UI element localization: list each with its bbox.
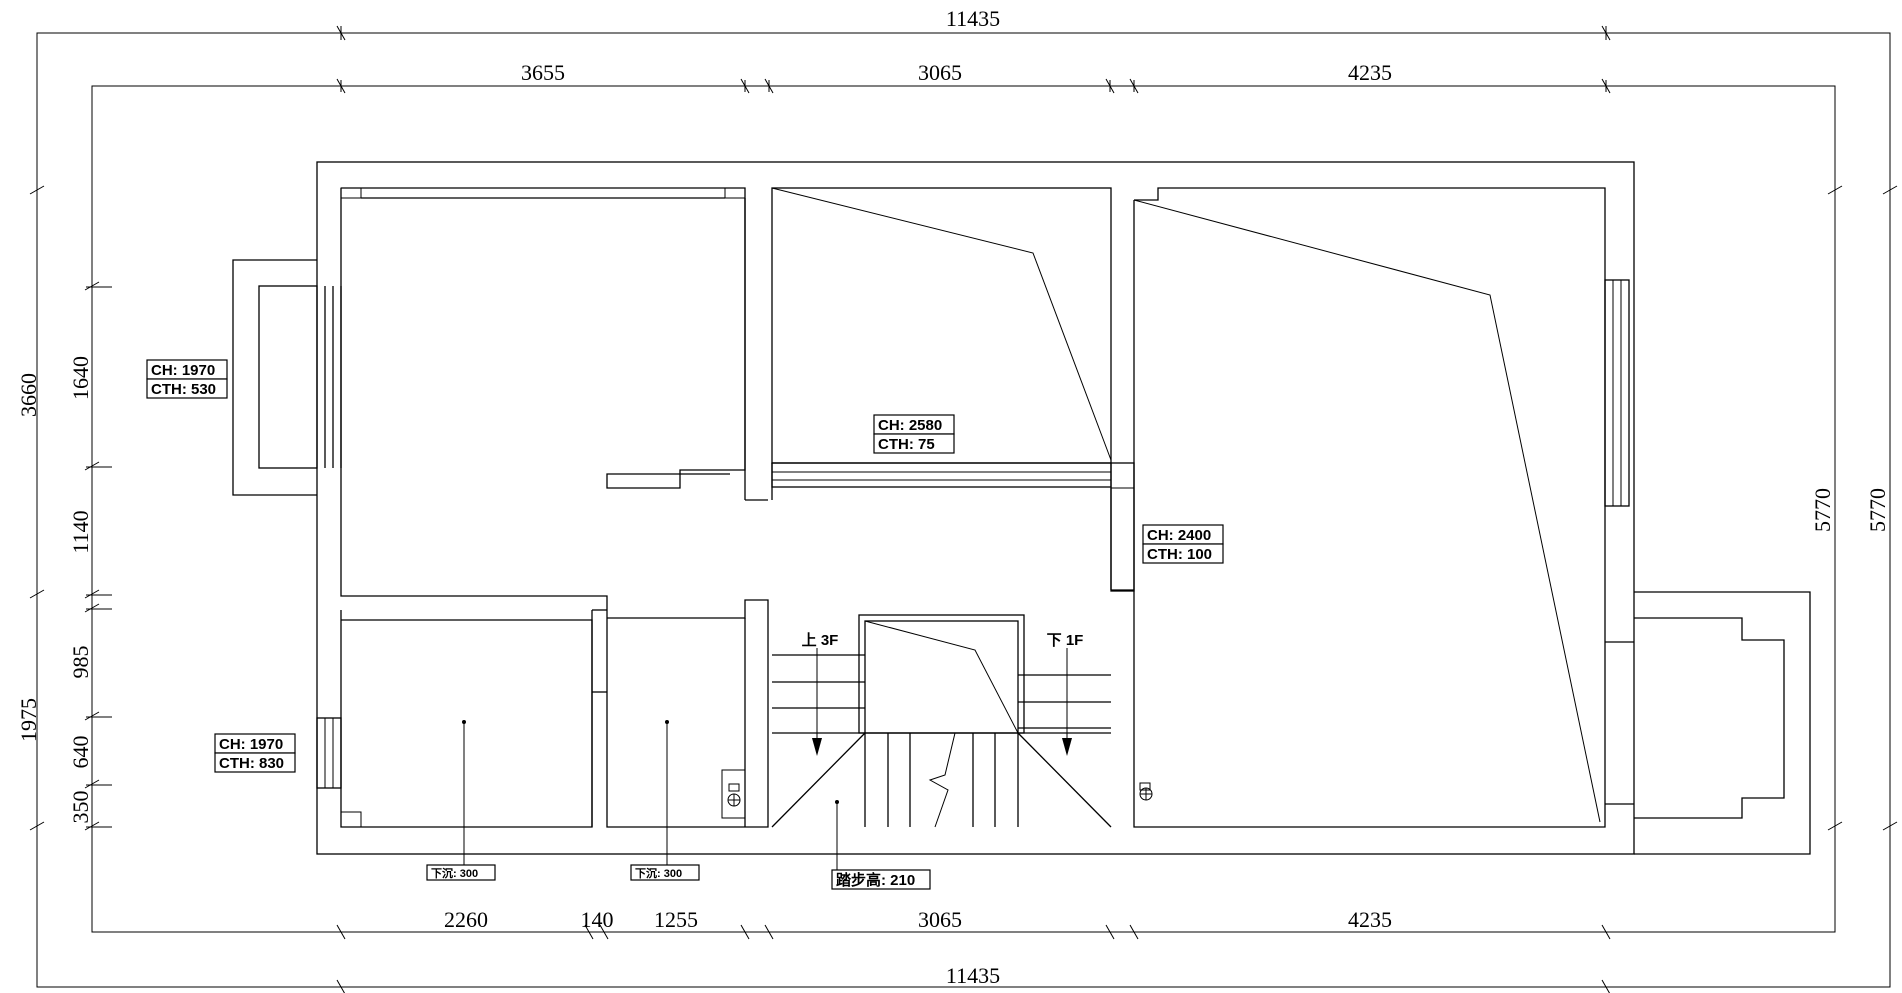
dim-bottom-seg-4: 3065 (918, 907, 962, 932)
dim-bottom-total: 11435 (946, 963, 1000, 988)
dim-bottom-seg-1: 2260 (444, 907, 488, 932)
ceiling-thickness-text: CTH: 100 (1147, 546, 1212, 563)
dimension-ticks (29, 25, 1898, 993)
dim-left-lower: 1975 (16, 698, 41, 742)
stair-up-label: 上 3F (802, 632, 839, 649)
dim-left-seg-4: 640 (68, 736, 93, 769)
dim-left-total: 3660 (16, 373, 41, 417)
dim-top-seg-3: 4235 (1348, 60, 1392, 85)
staircase: 上 3F 下 1F (771, 614, 1112, 872)
ceiling-height-text: CH: 1970 (219, 736, 283, 753)
ceiling-thickness-text: CTH: 830 (219, 755, 284, 772)
dim-right-inner: 5770 (1810, 488, 1835, 532)
ceiling-label-2: CH: 2580 CTH: 75 (873, 414, 955, 454)
sunken-text: 下沉: 300 (635, 866, 682, 880)
exterior-walls (232, 161, 1811, 855)
dim-left-seg-5: 350 (68, 791, 93, 824)
inner-dimension-frame (91, 85, 1836, 933)
dim-right-outer: 5770 (1865, 488, 1890, 532)
sunken-label-1: 下沉: 300 (426, 864, 496, 881)
ceiling-height-text: CH: 2580 (878, 417, 942, 434)
dim-top-total: 11435 (946, 6, 1000, 31)
ceiling-label-1: CH: 1970 CTH: 530 (146, 359, 228, 399)
ceiling-height-text: CH: 2400 (1147, 527, 1211, 544)
dim-top-seg-2: 3065 (918, 60, 962, 85)
dimension-extension-lines (86, 26, 1607, 828)
sunken-leaders (462, 720, 669, 866)
room-top-left (340, 187, 768, 610)
room-bottom-middle (606, 599, 769, 828)
dim-bottom-seg-3: 1255 (654, 907, 698, 932)
room-bottom-left (316, 609, 608, 828)
ceiling-thickness-text: CTH: 75 (878, 436, 935, 453)
sunken-text: 下沉: 300 (431, 866, 478, 880)
sunken-label-2: 下沉: 300 (630, 864, 700, 881)
dim-left-seg-2: 1140 (68, 510, 93, 553)
dim-top-seg-1: 3655 (521, 60, 565, 85)
dim-bottom-seg-5: 4235 (1348, 907, 1392, 932)
step-height-text: 踏步高: 210 (836, 871, 915, 889)
step-height-label: 踏步高: 210 (831, 869, 931, 890)
outer-dimension-frame (36, 32, 1891, 988)
ceiling-label-3: CH: 2400 CTH: 100 (1142, 524, 1224, 564)
ceiling-height-text: CH: 1970 (151, 362, 215, 379)
room-top-middle (771, 187, 1112, 500)
room-right (1110, 187, 1630, 828)
ceiling-label-4: CH: 1970 CTH: 830 (214, 733, 296, 773)
dim-bottom-seg-2: 140 (581, 907, 614, 932)
ceiling-thickness-text: CTH: 530 (151, 381, 216, 398)
dim-left-seg-1: 1640 (68, 356, 93, 400)
dim-left-seg-3: 985 (68, 646, 93, 679)
stair-down-label: 下 1F (1047, 632, 1084, 649)
